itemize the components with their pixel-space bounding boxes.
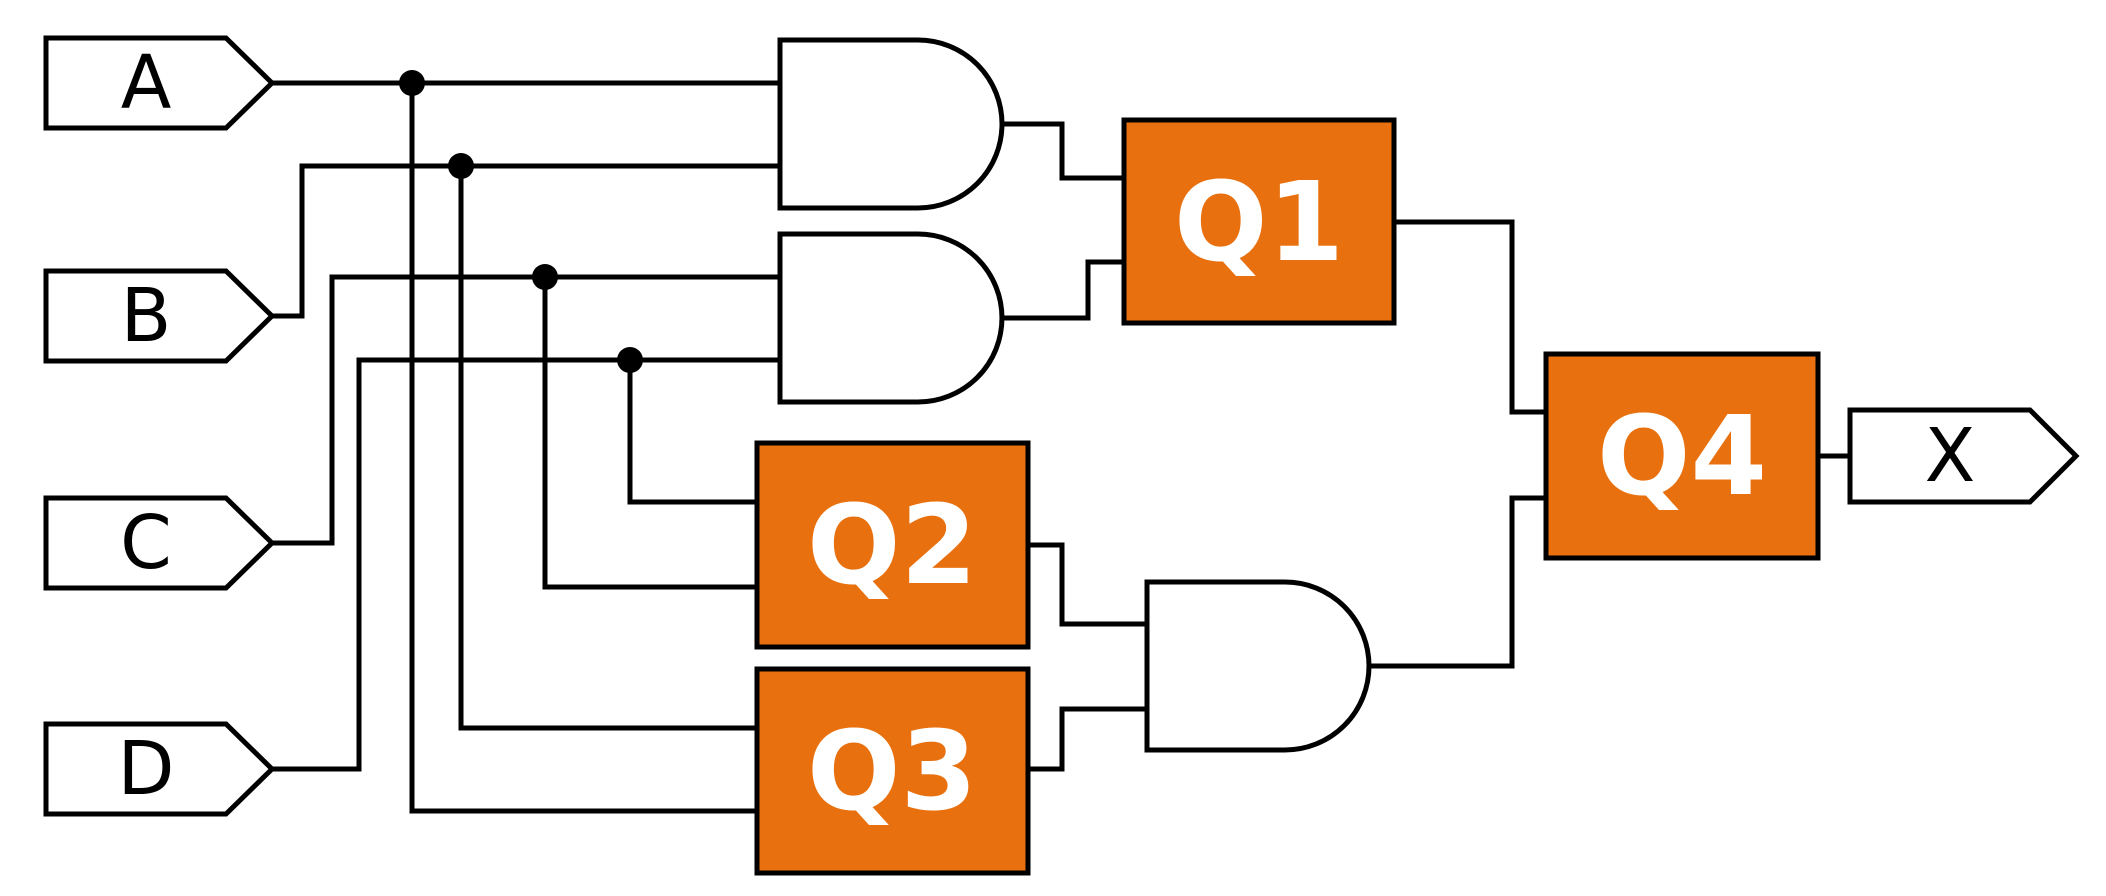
input-port-b-label: B xyxy=(121,273,172,359)
wire-and1-to-q1 xyxy=(1002,121,1124,181)
wire-a-down-to-q3 xyxy=(409,83,757,814)
block-q4-label: Q4 xyxy=(1597,392,1767,520)
junction-dot-d xyxy=(617,347,643,373)
and-gate-2 xyxy=(777,231,1005,405)
wire-q3-to-and3 xyxy=(1028,706,1147,772)
block-q1-label: Q1 xyxy=(1174,158,1344,286)
input-port-b: B xyxy=(43,268,276,364)
block-q1: Q1 xyxy=(1121,117,1397,326)
wire-q2-to-and3 xyxy=(1028,542,1147,627)
wire-c-down-to-q2 xyxy=(542,277,757,590)
input-port-d-label: D xyxy=(118,726,175,812)
junction-dot-c xyxy=(532,264,558,290)
input-port-a: A xyxy=(43,35,276,131)
wire-b-down-to-q3 xyxy=(458,166,757,731)
block-q3-label: Q3 xyxy=(807,707,977,835)
junction-dot-a xyxy=(399,70,425,96)
block-q2: Q2 xyxy=(754,440,1031,650)
wire-d xyxy=(272,357,780,772)
wire-and2-to-q1 xyxy=(1002,259,1124,321)
wire-d-down-to-q2 xyxy=(627,360,757,505)
block-q4: Q4 xyxy=(1543,351,1821,561)
block-q2-label: Q2 xyxy=(807,481,977,609)
junction-dot-b xyxy=(448,153,474,179)
wire-and3-to-q4 xyxy=(1369,495,1546,669)
wire-b xyxy=(272,163,780,319)
and-gate-3 xyxy=(1144,579,1372,753)
wires xyxy=(272,80,1850,814)
output-port-x: X xyxy=(1847,407,2080,505)
block-q3: Q3 xyxy=(754,666,1031,876)
and-gate-1 xyxy=(777,37,1005,211)
junctions xyxy=(399,70,643,373)
input-port-c: C xyxy=(43,495,276,591)
input-port-d: D xyxy=(43,721,276,817)
wire-q1-to-q4 xyxy=(1394,219,1546,415)
input-port-a-label: A xyxy=(121,40,172,126)
output-port-x-label: X xyxy=(1925,413,1976,499)
input-port-c-label: C xyxy=(120,500,172,586)
